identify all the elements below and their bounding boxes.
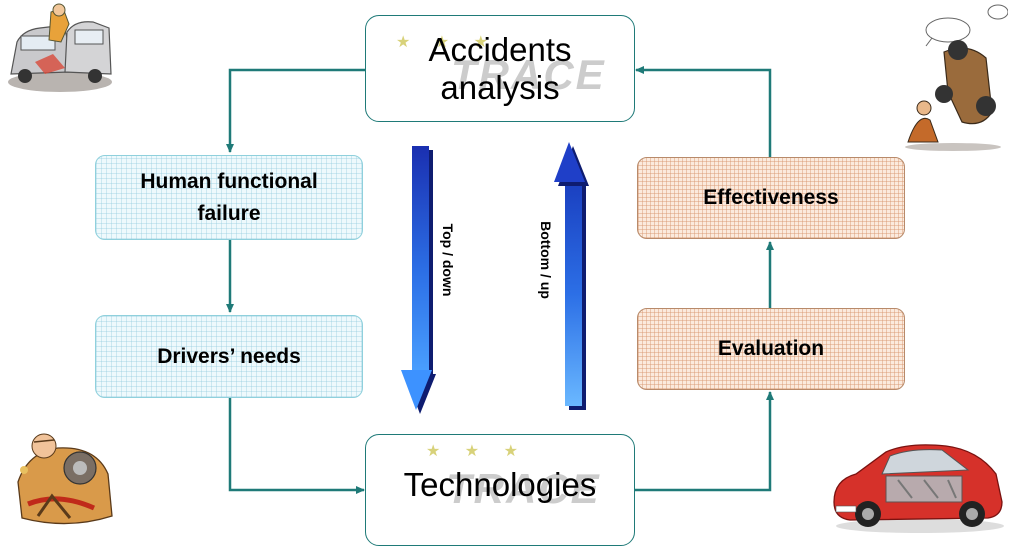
bottom-up-arrow — [554, 142, 589, 410]
trace-logo-watermark: TRACE — [446, 465, 601, 512]
drivers-needs-label: Drivers’ needs — [157, 344, 301, 368]
connector-technologies-to-evaluation — [634, 391, 774, 492]
human-label-line1: Human functional — [140, 170, 318, 193]
evaluation-label: Evaluation — [717, 337, 825, 360]
evaluation-box: Evaluation — [637, 308, 905, 390]
accidents-analysis-box: ★ ★ ★ TRACE Accidents analysis — [365, 15, 635, 122]
car-crash-cartoon-icon — [8, 3, 112, 92]
trace-logo-watermark: TRACE — [451, 51, 606, 98]
effectiveness-box: Effectiveness — [637, 157, 905, 239]
effectiveness-label: Effectiveness — [703, 186, 839, 209]
connector-drivers-to-technologies — [228, 398, 365, 494]
stars-watermark-icon: ★ ★ ★ — [396, 34, 498, 51]
cutaway-car-illustration-icon — [833, 444, 1004, 533]
accidents-label-line1: Accidents — [428, 30, 572, 68]
human-functional-failure-box: Human functional failure — [95, 155, 363, 240]
accidents-label-line2: analysis — [440, 68, 560, 106]
technologies-box: ★ ★ ★ TRACE Technologies — [365, 434, 635, 546]
connector-effectiveness-to-accidents — [635, 66, 772, 157]
top-down-label: Top / down — [440, 223, 456, 297]
stars-watermark-icon: ★ ★ ★ — [426, 443, 528, 460]
exhausted-driver-cartoon-icon — [17, 433, 113, 525]
technologies-label: Technologies — [403, 466, 597, 504]
connector-accidents-to-human — [226, 68, 365, 153]
drivers-needs-box: Drivers’ needs — [95, 315, 363, 398]
bottom-up-label: Bottom / up — [538, 221, 554, 299]
human-label-line2: failure — [197, 201, 261, 225]
upside-down-car-cartoon-icon — [905, 4, 1008, 151]
top-down-arrow — [401, 146, 436, 414]
